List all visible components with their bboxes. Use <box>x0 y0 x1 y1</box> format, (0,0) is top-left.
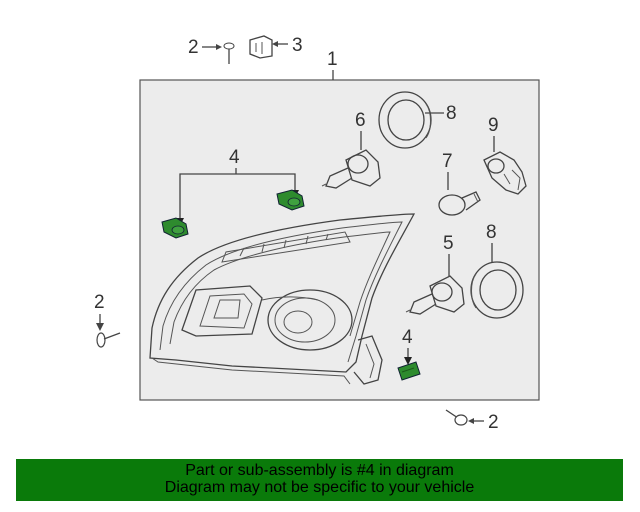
dust-cap-icon <box>470 261 524 319</box>
socket-icon <box>483 151 527 195</box>
banner-line-1: Part or sub-assembly is #4 in diagram <box>185 462 454 479</box>
bracket-part-icon <box>276 189 305 211</box>
bulb-icon <box>405 275 465 315</box>
clip-icon <box>249 35 288 59</box>
callout-3: 3 <box>292 35 303 56</box>
assembly-frame <box>139 79 540 401</box>
info-banner: Part or sub-assembly is #4 in diagram Di… <box>16 459 623 501</box>
screw-icon <box>445 409 468 426</box>
callout-4-group: 4 <box>229 147 240 168</box>
banner-line-2: Diagram may not be specific to your vehi… <box>164 479 475 496</box>
callout-2-left: 2 <box>94 292 105 313</box>
callout-4-single: 4 <box>402 327 413 348</box>
callout-2-top: 2 <box>188 37 199 58</box>
callout-2-bottom: 2 <box>488 412 499 433</box>
callout-5: 5 <box>443 233 454 254</box>
callout-8-mid: 8 <box>486 222 497 243</box>
bracket-part-icon <box>397 361 421 381</box>
headlamp-housing <box>149 213 416 385</box>
screw-icon <box>202 42 235 64</box>
callout-1: 1 <box>327 49 338 70</box>
wedge-bulb-icon <box>438 191 481 216</box>
parts-diagram: 1 2 3 4 <box>94 35 540 433</box>
callout-7: 7 <box>442 151 453 172</box>
callout-8-top: 8 <box>446 103 457 124</box>
bulb-icon <box>321 149 381 189</box>
callout-6: 6 <box>355 110 366 131</box>
callout-9: 9 <box>488 115 499 136</box>
bracket-part-icon <box>161 217 189 239</box>
dust-cap-icon <box>378 91 432 149</box>
screw-icon <box>96 332 121 348</box>
